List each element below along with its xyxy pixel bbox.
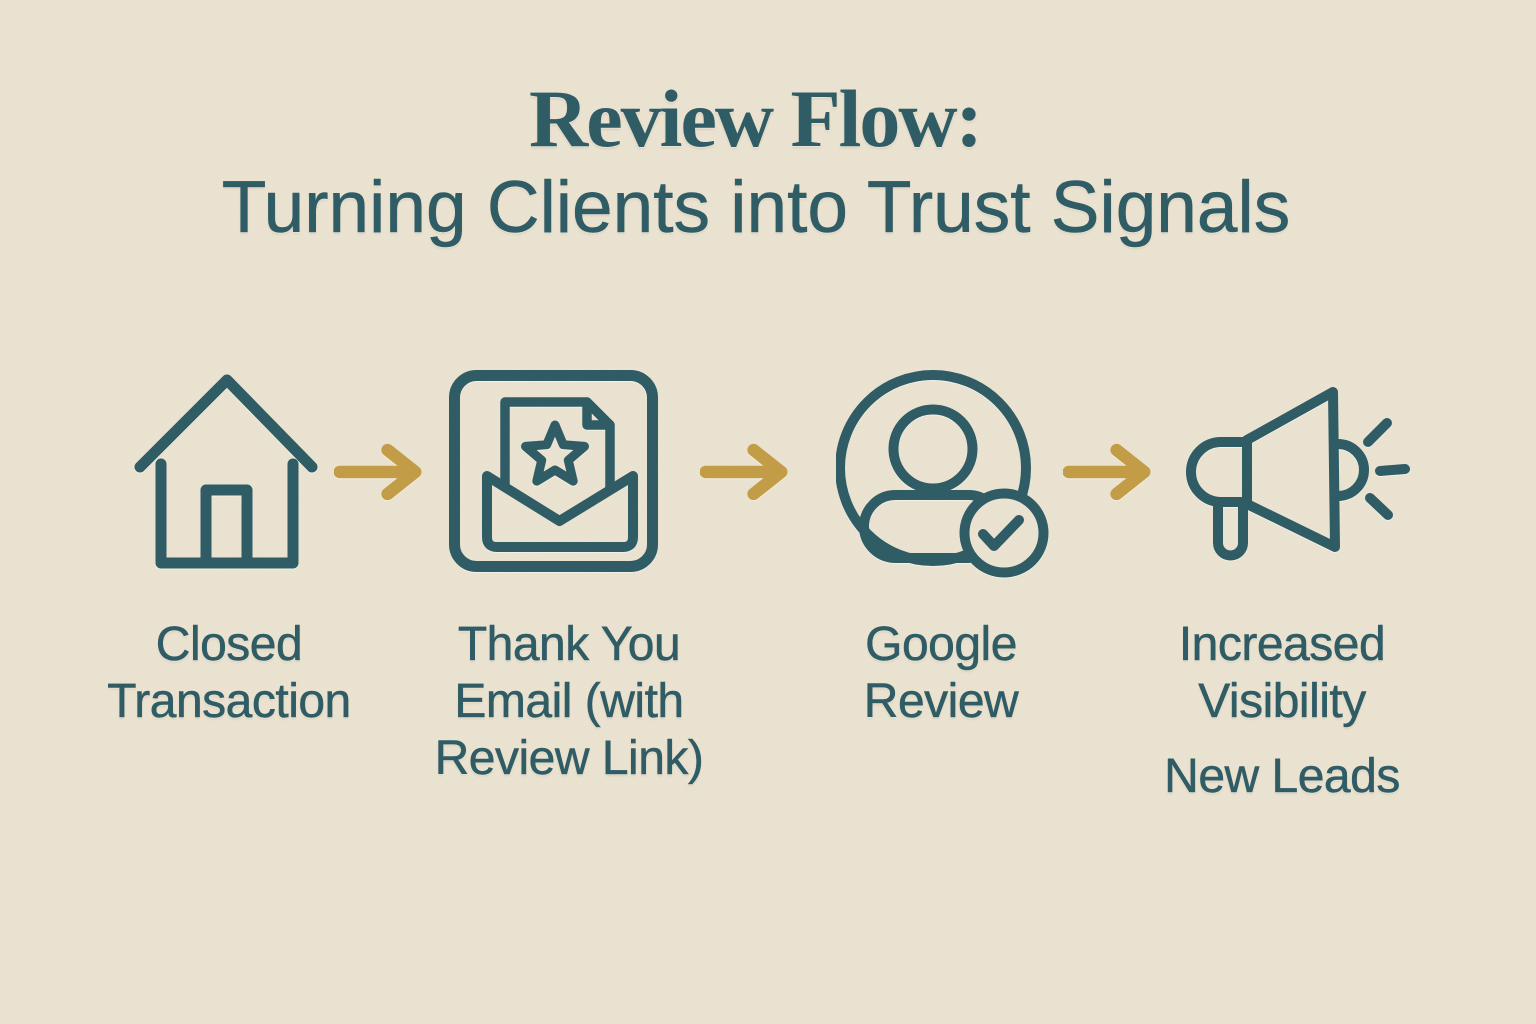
page-title: Review Flow: xyxy=(529,73,983,164)
megaphone-icon xyxy=(1186,387,1410,561)
thank-you-email-icon xyxy=(449,370,658,572)
step-label-closed-transaction: Closed Transaction xyxy=(107,618,352,729)
right-arrow-icon xyxy=(334,443,422,501)
step-label-increased-visibility: Increased Visibility xyxy=(1178,618,1386,729)
step-label-google-review: Google Review xyxy=(863,618,1019,729)
google-review-user-check-icon xyxy=(836,370,1049,578)
step-sublabel-new-leads: New Leads xyxy=(1164,750,1401,804)
right-arrow-icon xyxy=(1063,443,1151,501)
step-label-thank-you-email: Thank You Email (with Review Link) xyxy=(434,618,704,786)
page-subtitle: Turning Clients into Trust Signals xyxy=(221,167,1291,248)
house-icon xyxy=(134,374,318,569)
right-arrow-icon xyxy=(700,443,788,501)
